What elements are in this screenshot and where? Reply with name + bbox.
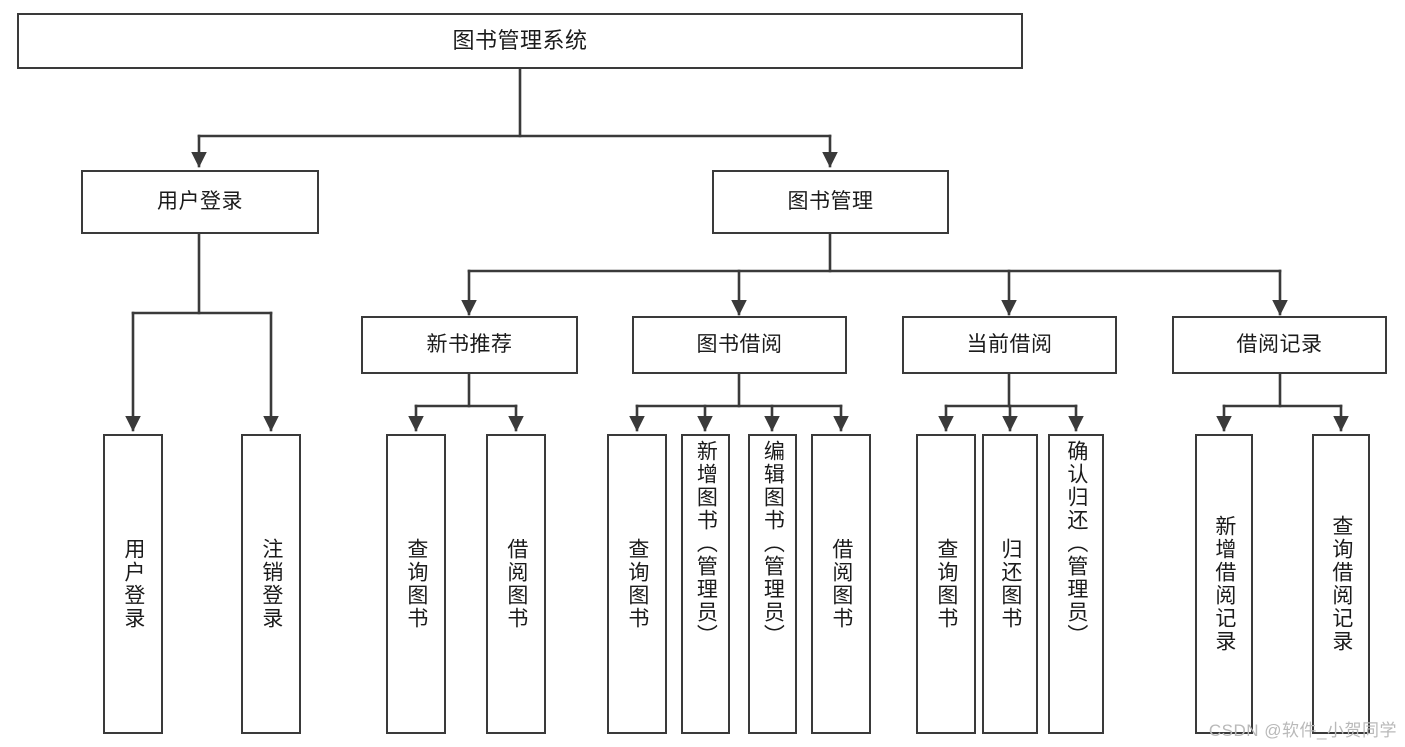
leaf-confirm-return-admin[interactable]: 确认归还（管理员） (1048, 434, 1104, 734)
node-borrow-record[interactable]: 借阅记录 (1172, 316, 1387, 374)
leaf-borrow-book[interactable]: 借阅图书 (811, 434, 871, 734)
leaf-borrow-book-recommend[interactable]: 借阅图书 (486, 434, 546, 734)
node-user-login[interactable]: 用户登录 (81, 170, 319, 234)
node-new-book-recommend[interactable]: 新书推荐 (361, 316, 578, 374)
leaf-add-borrow-record[interactable]: 新增借阅记录 (1195, 434, 1253, 734)
leaf-add-book-admin[interactable]: 新增图书（管理员） (681, 434, 730, 734)
node-root-book-management-system[interactable]: 图书管理系统 (17, 13, 1023, 69)
leaf-logout[interactable]: 注销登录 (241, 434, 301, 734)
leaf-user-login[interactable]: 用户登录 (103, 434, 163, 734)
node-book-borrow[interactable]: 图书借阅 (632, 316, 847, 374)
leaf-query-book-borrow[interactable]: 查询图书 (607, 434, 667, 734)
csdn-watermark: CSDN @软件_小贺同学 (1208, 721, 1397, 740)
leaf-query-borrow-record[interactable]: 查询借阅记录 (1312, 434, 1370, 734)
leaf-query-book-recommend[interactable]: 查询图书 (386, 434, 446, 734)
leaf-return-book[interactable]: 归还图书 (982, 434, 1038, 734)
node-current-borrow[interactable]: 当前借阅 (902, 316, 1117, 374)
leaf-edit-book-admin[interactable]: 编辑图书（管理员） (748, 434, 797, 734)
node-book-management[interactable]: 图书管理 (712, 170, 949, 234)
leaf-query-book-current[interactable]: 查询图书 (916, 434, 976, 734)
